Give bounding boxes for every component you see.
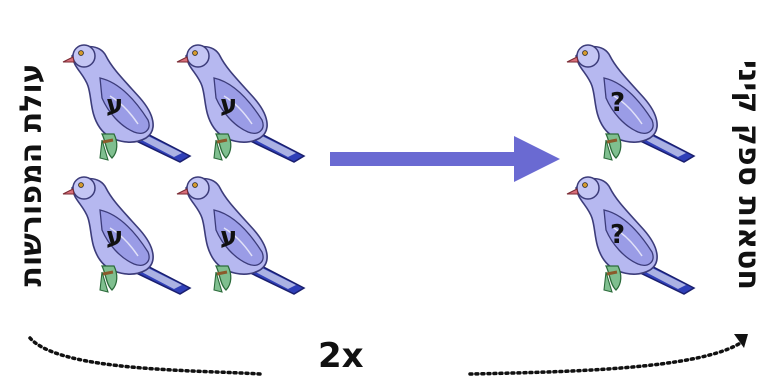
dotted-curve-arrow (28, 334, 748, 376)
bird-left-1 (61, 43, 192, 164)
bird-left-3-mark: ע (106, 222, 124, 252)
bird-left-1-mark: ע (106, 90, 124, 120)
multiplier-label: 2x (318, 336, 364, 376)
bird-left-4-mark: ע (220, 222, 238, 252)
right-group-label-main: חטאות ספק (731, 123, 764, 291)
bird-left-2-mark: ע (220, 90, 238, 120)
right-group-label: חטאות ספק קיני (731, 25, 764, 325)
bird-right-1-mark: ? (610, 88, 626, 118)
bird-right-2 (565, 175, 696, 296)
left-group-label: עולת המפורשות (14, 63, 49, 287)
bird-right-2-mark: ? (610, 220, 626, 250)
bird-left-3 (61, 175, 192, 296)
bird-right-1 (565, 43, 696, 164)
right-group-label-tail: קיני (731, 59, 764, 114)
bird-left-2 (175, 43, 306, 164)
transfer-arrow (330, 136, 560, 182)
bird-left-4 (175, 175, 306, 296)
